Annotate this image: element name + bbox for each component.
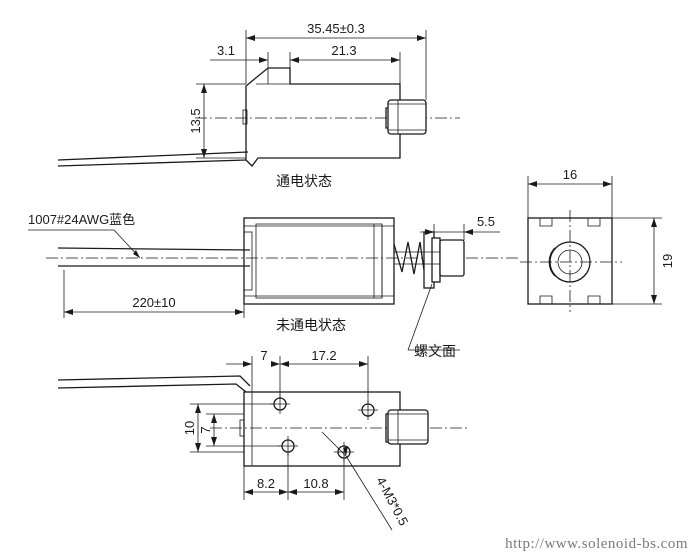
end-view: 16 19 (520, 167, 675, 312)
dim-body-length: 21.3 (331, 43, 356, 58)
top-view: 35.45±0.3 3.1 21.3 13.5 通电状态 (57, 21, 460, 190)
dim-hole-spacing-top: 17.2 (311, 348, 336, 363)
dim-flange-offset: 3.1 (217, 43, 235, 58)
dim-overall-length: 35.45±0.3 (307, 21, 365, 36)
bottom-view: 7 17.2 10 7 8.2 10.8 4-M3*0.5 (57, 348, 470, 531)
dim-height-bottom-inner: 7 (198, 426, 213, 433)
dim-hole-spacing-bottom: 10.8 (303, 476, 328, 491)
dim-height-bottom-outer: 10 (182, 421, 197, 435)
label-mount-thread: 4-M3*0.5 (373, 474, 411, 528)
dim-stroke: 5.5 (477, 214, 495, 229)
dim-height-end: 19 (660, 254, 675, 268)
label-wire-spec: 1007#24AWG蓝色 (28, 212, 135, 227)
dim-width-end: 16 (563, 167, 577, 182)
dim-hole-offset-bottom: 8.2 (257, 476, 275, 491)
label-energized-state: 通电状态 (276, 174, 332, 190)
dim-height-top: 13.5 (188, 108, 203, 133)
middle-view: 1007#24AWG蓝色 5.5 220±10 未通电状态 (28, 212, 520, 360)
dim-lead-length: 220±10 (132, 295, 175, 310)
dim-hole-offset-top: 7 (260, 348, 267, 363)
label-thread-face: 螺文面 (414, 344, 456, 360)
watermark: http://www.solenoid-bs.com (505, 536, 688, 552)
label-de-energized-state: 未通电状态 (276, 318, 346, 334)
